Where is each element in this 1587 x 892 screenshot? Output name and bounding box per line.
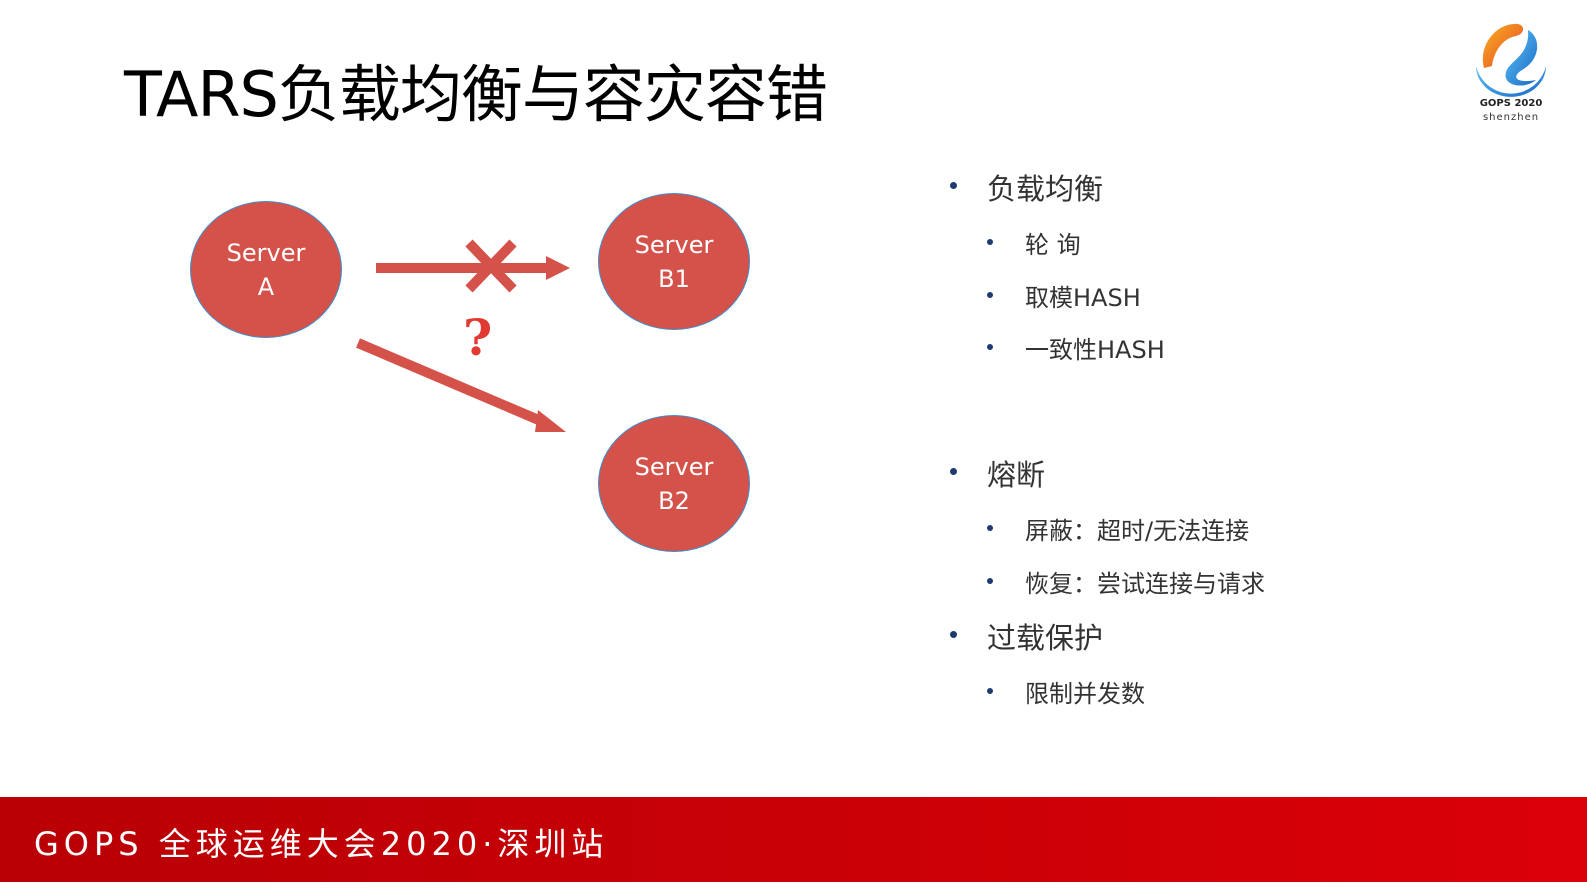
bullet-overload-protect: 过载保护 (950, 615, 1104, 657)
bullet-dot-icon (987, 525, 993, 531)
bullet-dot-icon (987, 292, 993, 298)
server-b1-label-line1: Server (634, 230, 714, 259)
slide-title: TARS负载均衡与容灾容错 (124, 58, 828, 131)
server-a-label-line2: A (257, 272, 275, 301)
bullet-text: 屏蔽：超时/无法连接 (1025, 517, 1250, 545)
server-a-node: Server A (190, 201, 342, 338)
bullet-text: 恢复：尝试连接与请求 (1025, 570, 1265, 598)
bullet-consistent-hash: 一致性HASH (987, 330, 1165, 365)
bullet-limit-concurrency: 限制并发数 (987, 674, 1145, 709)
blocked-x-icon (465, 239, 517, 293)
bullet-dot-icon (950, 468, 957, 475)
logo-title: GOPS 2020 (1479, 98, 1543, 109)
server-b2-label-line2: B2 (658, 486, 690, 515)
bullet-dot-icon (987, 578, 993, 584)
bullet-dot-icon (987, 688, 993, 694)
bullet-dot-icon (950, 631, 957, 638)
bullet-circuit-break: 熔断 (950, 452, 1046, 494)
server-b2-node: Server B2 (598, 415, 750, 552)
bullet-text: 一致性HASH (1025, 336, 1165, 364)
load-balance-diagram: Server A Server B1 Server B2 ? (190, 193, 750, 552)
arrows-layer (356, 239, 570, 432)
server-b2-label-line1: Server (634, 452, 714, 481)
bullet-load-balance: 负载均衡 (950, 166, 1104, 208)
bullet-shield: 屏蔽：超时/无法连接 (987, 511, 1250, 546)
question-mark-icon: ? (463, 308, 493, 367)
arrow-a-to-b2 (356, 338, 566, 432)
arrow-a-to-b1 (376, 256, 570, 280)
bullet-dot-icon (987, 239, 993, 245)
gops-swirl-icon (1476, 23, 1546, 97)
bullet-mod-hash: 取模HASH (987, 278, 1141, 313)
footer-banner: GOPS 全球运维大会2020·深圳站 (0, 797, 1587, 882)
server-a-label-line1: Server (226, 238, 306, 267)
gops-logo: GOPS 2020 shenzhen (1466, 16, 1556, 128)
bullet-text: 熔断 (987, 458, 1046, 492)
server-b1-node: Server B1 (598, 193, 750, 330)
bullet-recover: 恢复：尝试连接与请求 (987, 564, 1265, 599)
server-b1-label-line2: B1 (658, 264, 690, 293)
bullet-round-robin: 轮 询 (987, 225, 1081, 260)
bullet-list: 负载均衡 轮 询 取模HASH 一致性HASH 熔断 屏蔽：超时/无法连接 恢复… (940, 0, 1540, 790)
bullet-text: 过载保护 (987, 621, 1104, 655)
logo-subtitle: shenzhen (1482, 112, 1540, 123)
bullet-text: 取模HASH (1025, 284, 1141, 312)
bullet-text: 限制并发数 (1025, 680, 1145, 708)
footer-text: GOPS 全球运维大会2020·深圳站 (34, 825, 609, 863)
bullet-text: 负载均衡 (987, 172, 1104, 206)
bullet-text: 轮 询 (1025, 231, 1081, 259)
bullet-dot-icon (950, 182, 957, 189)
bullet-dot-icon (987, 344, 993, 350)
